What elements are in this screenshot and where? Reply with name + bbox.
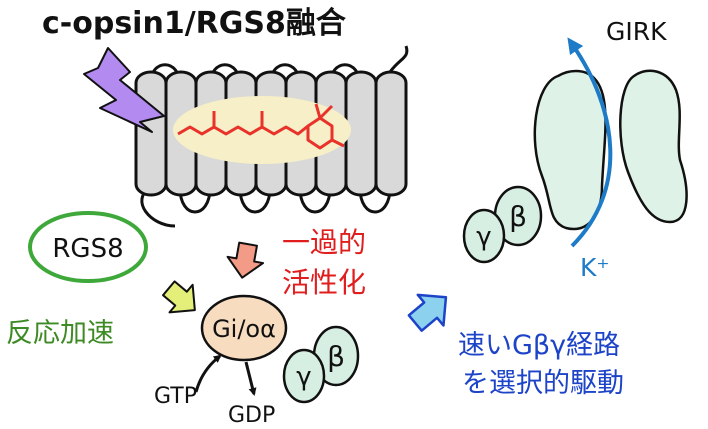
transient-text-line2: 活性化: [282, 266, 366, 299]
gdp-label: GDP: [228, 403, 275, 428]
potassium-flux-arrow: [567, 37, 613, 248]
ggamma-upper-label: γ: [476, 222, 491, 252]
ggamma-upper-node: [462, 208, 506, 264]
fast-pathway-text-line1: 速いGβγ経路: [458, 330, 620, 361]
gdp-arrow: [244, 361, 257, 396]
gtp-arrow: [194, 354, 222, 393]
fast-pathway-text-line2: を選択的駆動: [462, 368, 624, 399]
gbeta-upper-label: β: [509, 200, 527, 233]
gtp-label: GTP: [154, 384, 197, 409]
fast-pathway-arrow-icon: [407, 293, 448, 332]
rgs8-label: RGS8: [52, 234, 123, 264]
reaction-arrow-icon: [162, 280, 196, 314]
light-bolt-icon: [83, 47, 165, 133]
transient-text-line1: 一過的: [282, 226, 366, 259]
ggamma-lower-node: [282, 348, 326, 404]
title: c-opsin1/RGS8融合: [42, 6, 346, 41]
girk-right-subunit: [619, 69, 688, 224]
gbeta-lower-label: β: [327, 340, 345, 373]
rgs8-node: [28, 211, 148, 283]
transient-arrow-icon: [226, 241, 265, 279]
retinal-molecule: [177, 103, 345, 150]
gio-alpha-label: Gi/oα: [212, 315, 276, 343]
reaction-text: 反応加速: [6, 318, 114, 349]
girk-label: GIRK: [606, 17, 667, 46]
girk-left-subunit: [533, 69, 607, 231]
ggamma-lower-label: γ: [296, 362, 311, 392]
retinal-pocket: [173, 96, 351, 164]
gio-alpha-node: [200, 294, 288, 362]
potassium-label: K⁺: [580, 253, 610, 282]
